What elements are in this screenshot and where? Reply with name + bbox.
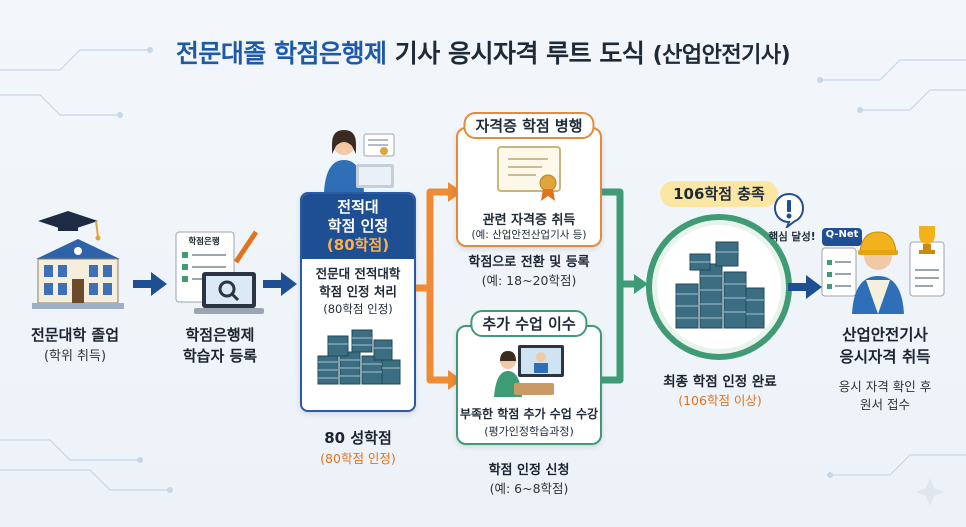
step5-line2: (106학점 이상) [678, 393, 762, 408]
transfer-credit-header: 전적대 학점 인정 (80학점) [302, 194, 414, 259]
arrow-right-icon [133, 272, 167, 296]
step2-title-line1: 학점은행제 [185, 326, 255, 344]
certificate-branch-line2: (예: 산업안전산업기사 등) [471, 229, 587, 241]
arrow-right-icon [263, 272, 297, 296]
registration-form-laptop-icon [175, 230, 264, 314]
extra-class-branch-line1: 부족한 학점 추가 수업 수강 [459, 407, 599, 421]
extra-class-branch-line2: (평가인정학습과정) [484, 425, 574, 438]
step3-below-sub: (80학점 인정) [320, 451, 396, 466]
step2-title-line2: 학습자 등록 [182, 347, 258, 365]
transfer-credit-body-line3: (80학점 인정) [323, 302, 393, 316]
arrow-right-icon [788, 275, 822, 299]
alert-label: 핵심 달성! [768, 231, 816, 243]
certificate-branch-line1: 관련 자격증 취득 [482, 213, 576, 228]
alert-icon [773, 192, 805, 228]
certificate-icon [497, 146, 561, 201]
page-title: 전문대졸 학점은행제 기사 응시자격 루트 도식 (산업안전기사) [0, 34, 966, 70]
credit-goal-badge: 106학점 충족 [660, 181, 778, 207]
transfer-credit-points: (80학점) [326, 236, 390, 254]
step1-sub: (학위 취득) [43, 349, 107, 364]
form-label: 학점은행 [188, 237, 220, 247]
qnet-logo: Q-Net [825, 229, 859, 240]
transfer-credit-head-line2: 학점 인정 [327, 217, 389, 235]
step6-sub-line2: 원서 접수 [860, 397, 910, 412]
extra-class-branch-below2: (예: 6~8학점) [489, 481, 569, 496]
college-building-icon [32, 211, 124, 309]
step3-below-title: 80 성학점 [324, 429, 392, 447]
title-highlight: 전문대졸 학점은행제 [175, 39, 387, 68]
transfer-credit-head-line1: 전적대 [337, 198, 379, 216]
certificate-branch-tag: 자격증 학점 병행 [463, 112, 595, 139]
transfer-credit-body-line2: 학점 인정 처리 [319, 284, 397, 299]
extra-class-branch-below1: 학점 인정 신청 [488, 463, 570, 478]
person-laptop-icon [324, 130, 395, 192]
title-sub: (산업안전기사) [652, 43, 791, 68]
cash-stack-icon [317, 329, 401, 385]
step6-sub-line1: 응시 자격 확인 후 [838, 379, 932, 394]
transfer-credit-body-line1: 전문대 전적대학 [315, 266, 401, 281]
step5-line1: 최종 학점 인정 완료 [663, 374, 777, 390]
credit-complete-circle-icon [646, 214, 792, 360]
transfer-credit-card: 전적대 학점 인정 (80학점) 전문대 전적대학 학점 인정 처리 (80학점… [300, 192, 416, 412]
engineer-qualification-icon [821, 226, 945, 314]
title-main: 기사 응시자격 루트 도식 [394, 39, 645, 68]
step6-title-line1: 산업안전기사 [842, 326, 928, 344]
extra-class-branch-tag: 추가 수업 이수 [470, 310, 588, 337]
certificate-branch-below1: 학점으로 전환 및 등록 [468, 255, 590, 270]
certificate-branch-below2: (예: 18~20학점) [481, 273, 577, 288]
step6-title-line2: 응시자격 취득 [839, 348, 931, 366]
extra-class-branch-card: 부족한 학점 추가 수업 수강 (평가인정학습과정) [456, 325, 602, 445]
step1-title: 전문대학 졸업 [30, 326, 120, 344]
branch-arrow-icon [416, 182, 462, 390]
online-class-icon [494, 345, 564, 397]
certificate-branch-card: 관련 자격증 취득 (예: 산업안전산업기사 등) [456, 127, 602, 247]
merge-arrow-icon [602, 188, 648, 384]
